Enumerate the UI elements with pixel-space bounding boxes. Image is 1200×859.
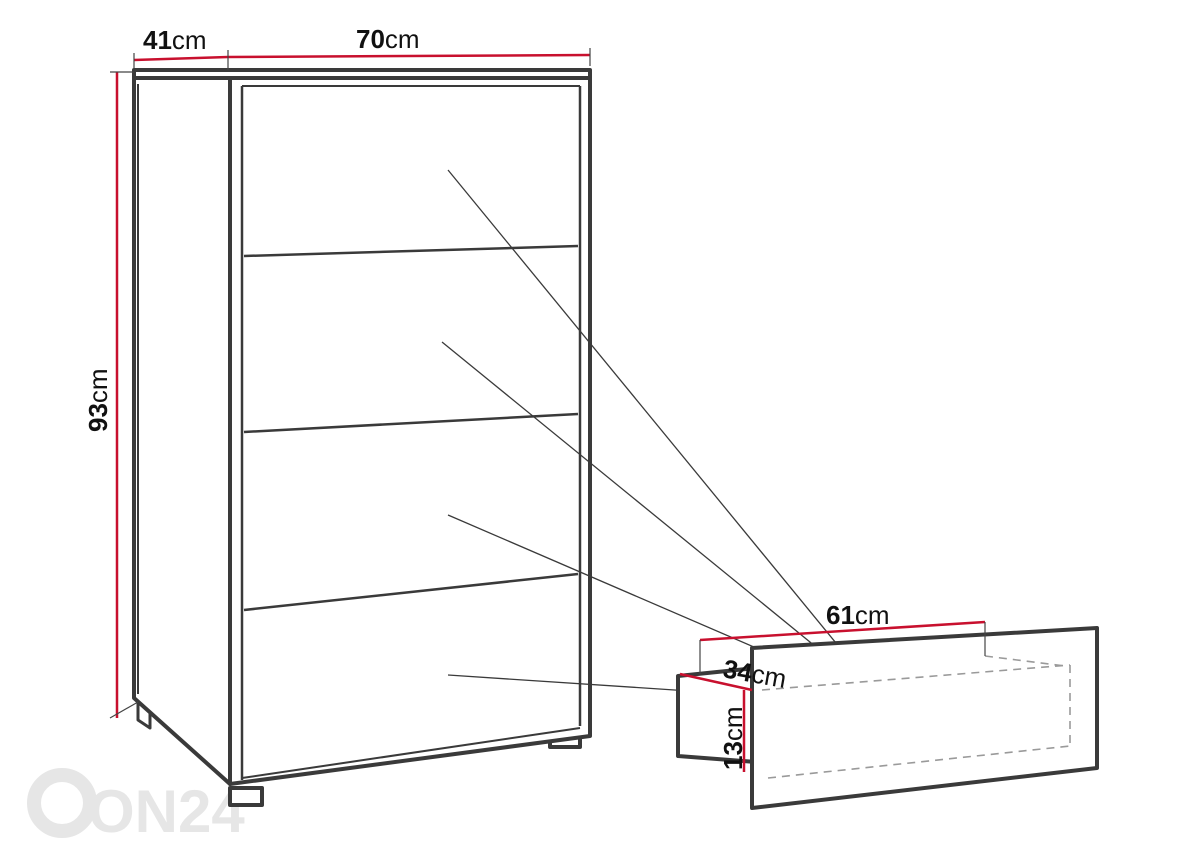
drawer-divider-1 (243, 244, 579, 258)
watermark-logo: ON24 (27, 768, 245, 845)
drawer-depth-label: 34cm (721, 653, 789, 694)
dresser-front-bottom-edge (241, 727, 581, 779)
drawer-width-unit: cm (855, 600, 890, 630)
width-label: 70cm (356, 24, 420, 54)
watermark-logo-text: ON24 (88, 778, 245, 845)
dresser-top (132, 68, 592, 80)
dresser (132, 68, 592, 807)
width-value: 70 (356, 24, 385, 54)
drawer-depth-value: 34 (721, 653, 755, 688)
dresser-foot-front (228, 786, 264, 807)
dimension-line-depth (133, 55, 229, 62)
depth-label: 41cm (143, 25, 207, 55)
dimension-lines (109, 48, 986, 772)
depth-value: 41 (143, 25, 172, 55)
height-unit: cm (83, 368, 113, 403)
watermark-logo-ring (27, 768, 97, 838)
width-unit: cm (385, 24, 420, 54)
dimension-line-width (227, 53, 591, 59)
drawer-height-value: 13 (718, 741, 748, 770)
drawer-width-value: 61 (826, 600, 855, 630)
drawer-height-unit: cm (718, 706, 748, 741)
dimension-tick-height-bottom (109, 701, 139, 719)
drawer-height-label: 13cm (718, 706, 748, 770)
drawer-hidden-bottom-edge (767, 745, 1071, 779)
drawer-hidden-top-edge (761, 664, 1071, 691)
drawer-depth-unit: cm (749, 658, 788, 694)
leader-line-drawer-1 (447, 169, 887, 705)
depth-unit: cm (172, 25, 207, 55)
drawer-detail (676, 626, 1099, 810)
drawer-divider-3 (243, 572, 579, 612)
dresser-side-panel (132, 76, 232, 786)
drawer-width-label: 61cm (826, 600, 890, 630)
height-label: 93cm (83, 368, 113, 432)
dimension-line-drawer-depth (679, 672, 753, 692)
drawer-front (750, 626, 1099, 810)
drawer-divider-2 (243, 412, 579, 434)
dimension-line-drawer-width (699, 620, 986, 642)
height-value: 93 (83, 403, 113, 432)
